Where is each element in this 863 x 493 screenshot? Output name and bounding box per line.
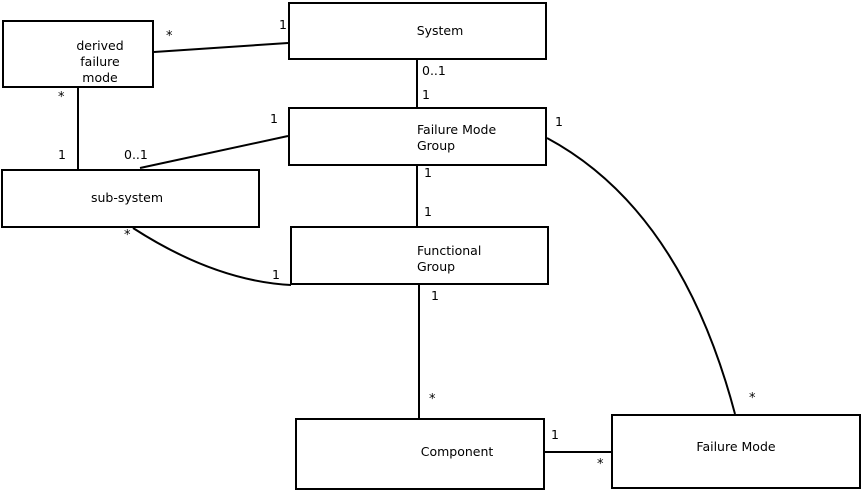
connector-failure-mode-group-to-failure-mode [546, 137, 736, 415]
cardinality-card-fg-to-component-one: 1 [431, 288, 439, 303]
class-box-derived-failure-mode[interactable] [2, 20, 154, 88]
cardinality-card-fm-to-component-star: * [597, 457, 604, 472]
class-box-component[interactable] [295, 418, 545, 490]
class-box-functional-group[interactable] [290, 226, 549, 285]
connector-derived-failure-mode-to-system [153, 42, 289, 53]
cardinality-card-fg-to-component-star: * [429, 392, 436, 407]
connector-sub-system-to-failure-mode-group [139, 135, 289, 169]
cardinality-card-system-to-fmg-upper: 0..1 [422, 63, 446, 78]
class-name-failure-mode-group: Failure Mode Group [417, 122, 497, 153]
cardinality-card-dfm-to-subsystem-bottom: 1 [58, 147, 66, 162]
cardinality-card-fmg-to-fm: 1 [555, 114, 563, 129]
class-box-failure-mode[interactable] [611, 414, 861, 489]
cardinality-card-subsystem-to-fmg-near-fmg: 1 [270, 111, 278, 126]
class-box-system[interactable] [288, 2, 547, 60]
connector-sub-system-to-functional-group [132, 227, 292, 286]
cardinality-card-fmg-to-fg-lower: 1 [424, 204, 432, 219]
cardinality-card-dfm-to-system-near: * [166, 29, 173, 44]
cardinality-card-fmg-to-fg-upper: 1 [424, 165, 432, 180]
cardinality-card-component-to-fm-one: 1 [551, 427, 559, 442]
cardinality-card-subsystem-to-fg-one: 1 [272, 267, 280, 282]
class-name-functional-group: Functional Group [417, 243, 482, 274]
cardinality-card-subsystem-to-fmg-near-sub: 0..1 [124, 147, 148, 162]
class-name-derived-failure-mode: derived failure mode [76, 38, 124, 85]
cardinality-card-system-to-dfm-near: 1 [279, 17, 287, 32]
class-name-failure-mode: Failure Mode [696, 439, 776, 454]
class-name-system: System [416, 23, 464, 38]
class-name-component: Component [420, 444, 494, 459]
class-box-sub-system[interactable] [1, 169, 260, 228]
cardinality-card-subsystem-to-fg-star: * [124, 228, 131, 243]
cardinality-card-fmg-to-fm-star: * [749, 391, 756, 406]
cardinality-card-system-to-fmg-lower: 1 [422, 87, 430, 102]
class-box-failure-mode-group[interactable] [288, 107, 547, 166]
class-name-sub-system: sub-system [90, 190, 164, 205]
cardinality-card-dfm-to-subsystem-top: * [58, 90, 65, 105]
